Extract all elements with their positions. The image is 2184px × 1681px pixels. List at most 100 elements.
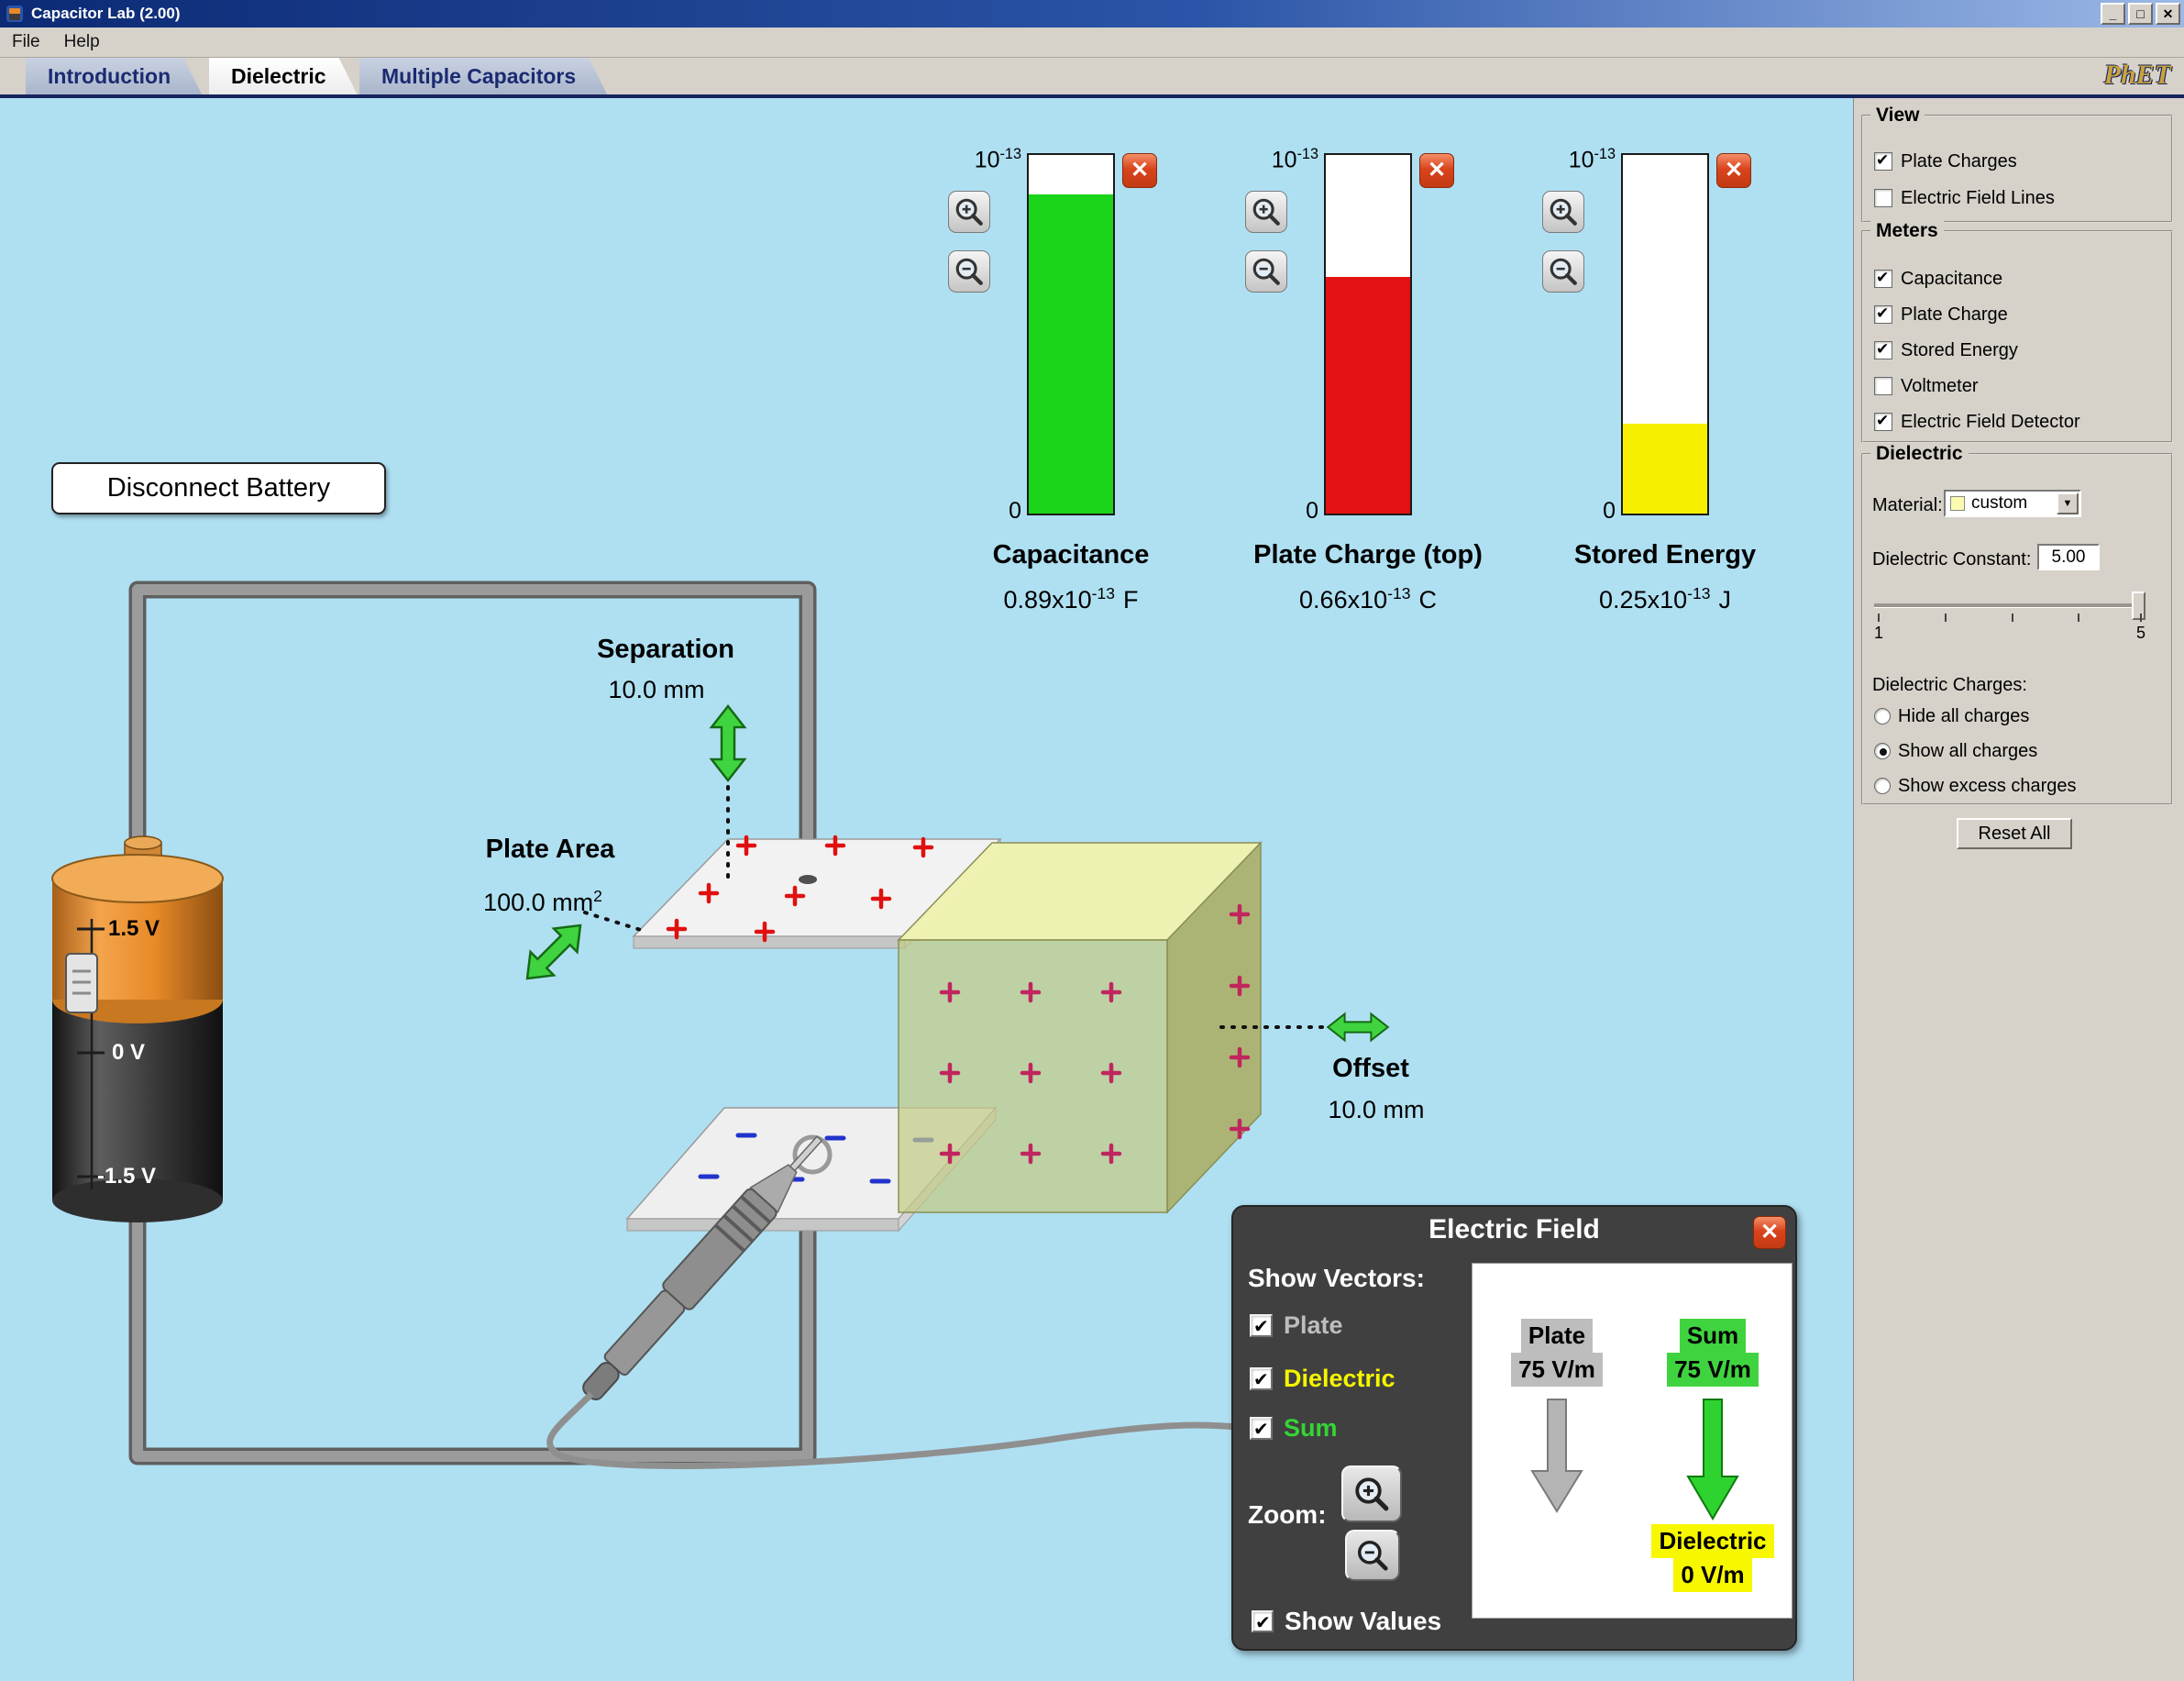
voltmeter-label: Voltmeter [1901, 375, 1979, 396]
dielectric-constant-slider[interactable]: 1 5 [1874, 589, 2145, 646]
close-meter-button[interactable]: ✕ [1122, 153, 1157, 188]
efield-detector-checkbox[interactable] [1874, 412, 1892, 431]
battery [51, 835, 224, 1222]
reset-all-button[interactable]: Reset All [1957, 818, 2072, 849]
show-excess-charges-radio[interactable] [1874, 778, 1891, 794]
separation-drag-arrow[interactable] [709, 703, 747, 783]
show-values-checkbox[interactable] [1252, 1610, 1274, 1633]
probe-clip-ring [792, 1134, 833, 1175]
dielectric-vector-checkbox[interactable] [1250, 1367, 1273, 1390]
sum-field-arrow [1686, 1399, 1739, 1521]
close-meter-button[interactable]: ✕ [1716, 153, 1751, 188]
zoom-in-button[interactable] [1245, 191, 1287, 233]
efield-zoom-out-button[interactable] [1345, 1530, 1400, 1581]
app-icon [6, 6, 23, 22]
dielectric-charges [939, 903, 1251, 1165]
efield-vectors [1530, 1399, 1739, 1521]
control-panel: View Plate Charges Electric Field Lines … [1853, 98, 2184, 1681]
plate-charge-label: Plate Charge [1901, 304, 2008, 325]
meter-scale-zero: 0 [1306, 498, 1318, 524]
zoom-in-button[interactable] [1542, 191, 1584, 233]
offset-value: 10.0 mm [1328, 1096, 1425, 1123]
stored-energy-label: Stored Energy [1901, 339, 2018, 360]
dielectric-charges-label: Dielectric Charges: [1872, 675, 2027, 695]
battery-voltage-slider[interactable] [65, 953, 98, 1013]
close-meter-button[interactable]: ✕ [1419, 153, 1454, 188]
meter-fill [1029, 194, 1113, 514]
plate-area-value: 100.0 mm2 [483, 887, 602, 916]
meter-scale-zero: 0 [1603, 498, 1616, 524]
hide-all-charges-radio[interactable] [1874, 708, 1891, 724]
dielectric-block[interactable] [897, 841, 1263, 1214]
stored-energy-row: Stored Energy [1874, 338, 2018, 362]
plate-vector-checkbox[interactable] [1250, 1314, 1273, 1337]
maximize-icon: □ [2136, 6, 2145, 21]
tab-introduction[interactable]: Introduction [26, 58, 202, 94]
plate-vector-label: Plate [1284, 1311, 1343, 1339]
tab-multiple-capacitors[interactable]: Multiple Capacitors [359, 58, 607, 94]
zoom-out-icon [1550, 258, 1577, 285]
zoom-in-button[interactable] [948, 191, 990, 233]
material-dropdown[interactable]: custom ▼ [1944, 490, 2081, 517]
menu-help[interactable]: Help [63, 32, 100, 51]
plate-charges-checkbox[interactable] [1874, 151, 1892, 171]
hide-all-charges-label: Hide all charges [1898, 705, 2030, 726]
plate-area-drag-arrow[interactable] [515, 913, 591, 990]
offset-drag-arrow[interactable] [1326, 1012, 1390, 1043]
meter-scale-max: 10-13 [974, 146, 1021, 173]
efield-zoom-in-button[interactable] [1341, 1465, 1402, 1522]
close-efield-button[interactable]: ✕ [1753, 1216, 1786, 1249]
zoom-out-button[interactable] [948, 250, 990, 293]
close-icon: ✕ [1724, 158, 1744, 182]
menu-file[interactable]: File [12, 32, 40, 51]
show-all-charges-radio[interactable] [1874, 743, 1891, 759]
disconnect-battery-button[interactable]: Disconnect Battery [51, 462, 386, 514]
field-lines-row: Electric Field Lines [1874, 186, 2055, 210]
zoom-in-icon [1355, 1477, 1389, 1511]
zoom-out-icon [955, 258, 983, 285]
capacitance-checkbox[interactable] [1874, 269, 1892, 288]
plate-charge-row: Plate Charge [1874, 303, 2008, 326]
plate-charge-checkbox[interactable] [1874, 304, 1892, 324]
window-title: Capacitor Lab (2.00) [31, 5, 181, 22]
dielectric-constant-field[interactable]: 5.00 [2037, 544, 2100, 570]
maximize-button[interactable]: □ [2128, 3, 2153, 25]
view-group-title: View [1870, 105, 1925, 127]
meter-fill [1326, 276, 1410, 514]
material-swatch [1950, 496, 1965, 511]
meter-bar [1324, 153, 1412, 515]
electric-field-panel[interactable]: Electric Field ✕ Show Vectors: Plate Die… [1231, 1205, 1797, 1651]
dropdown-arrow-icon[interactable]: ▼ [2057, 492, 2079, 514]
slider-max-label: 5 [2135, 624, 2145, 642]
offset-label: Offset [1332, 1054, 1409, 1083]
dielectric-group: Dielectric Material: custom ▼ Dielectric… [1861, 443, 2173, 805]
circuit-wires [128, 581, 817, 1465]
zoom-in-icon [1550, 198, 1577, 226]
phet-logo[interactable]: PhET [2103, 60, 2171, 90]
close-icon: ✕ [1759, 1220, 1780, 1244]
minimize-button[interactable]: _ [2101, 3, 2125, 25]
slider-track[interactable] [1874, 603, 2145, 608]
stored-energy-checkbox[interactable] [1874, 340, 1892, 359]
show-excess-charges-row: Show excess charges [1874, 774, 2077, 798]
plate-charges-label: Plate Charges [1901, 150, 2017, 171]
meters-group: Meters Capacitance Plate Charge Stored E… [1861, 220, 2173, 443]
tab-bar: Introduction Dielectric Multiple Capacit… [0, 58, 2184, 98]
vector-row-plate: Plate [1250, 1311, 1343, 1340]
voltmeter-checkbox[interactable] [1874, 377, 1892, 395]
probe-cable [546, 1391, 1239, 1469]
zoom-in-icon [1252, 198, 1280, 226]
close-window-button[interactable]: ✕ [2156, 3, 2180, 25]
zoom-out-button[interactable] [1245, 250, 1287, 293]
electric-field-lines-checkbox[interactable] [1874, 189, 1892, 207]
sum-vector-checkbox[interactable] [1250, 1417, 1273, 1440]
zoom-out-button[interactable] [1542, 250, 1584, 293]
slider-thumb[interactable] [2132, 592, 2145, 620]
tab-dielectric[interactable]: Dielectric [209, 58, 358, 94]
guide-lines [583, 785, 1325, 1029]
